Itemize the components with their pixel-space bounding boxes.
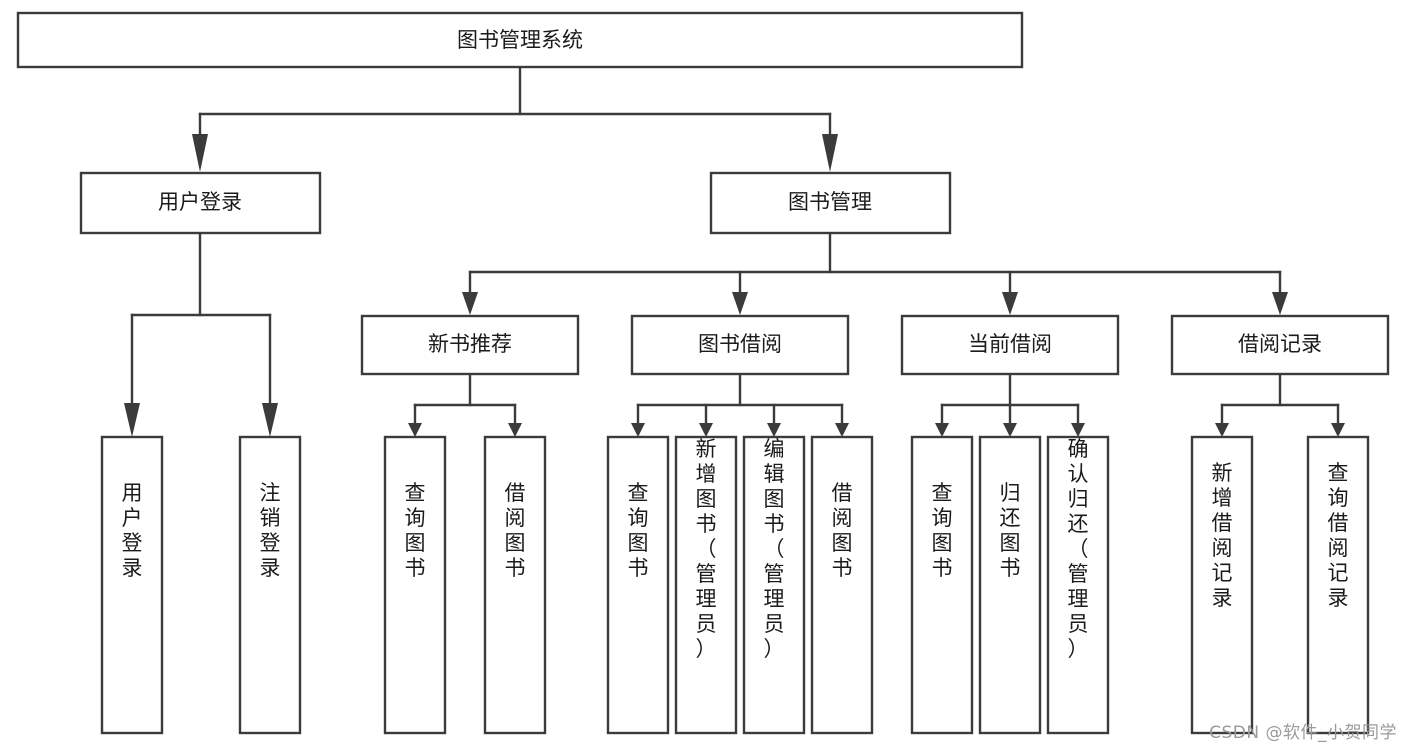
node-user-login[interactable]: 用户登录 — [79, 171, 322, 235]
leaf-node[interactable]: 用户登录 — [100, 435, 164, 735]
leaf-node[interactable]: 查询图书 — [910, 435, 974, 735]
node-borrow-record[interactable]: 借阅记录 — [1170, 314, 1390, 376]
arrow-to-borrow — [732, 292, 748, 315]
leaf-re-add-record-box[interactable] — [1190, 435, 1254, 735]
node-root-system[interactable]: 图书管理系统 — [16, 11, 1024, 69]
leaf-bo-borrow-book-box[interactable] — [810, 435, 874, 735]
arrow-to-leaf-nb2 — [508, 423, 522, 437]
arrow-to-user-login — [192, 134, 208, 172]
leaf-node[interactable]: 查询图书 — [383, 435, 447, 735]
arrow-to-record — [1272, 292, 1288, 315]
leaf-bo-borrow-book-label: 借阅图书 — [832, 481, 853, 580]
leaf-bo-query-book-box[interactable] — [606, 435, 670, 735]
leaf-cu-return-book-box[interactable] — [978, 435, 1042, 735]
arrow-to-leaf-user-login — [124, 403, 140, 437]
leaf-cu-query-book-box[interactable] — [910, 435, 974, 735]
leaf-node[interactable]: 编辑图书（管理员） — [742, 435, 806, 735]
arrow-to-leaf-bo4 — [835, 423, 849, 437]
leaf-user-login-label: 用户登录 — [122, 481, 143, 580]
leaf-cu-return-book-label: 归还图书 — [1000, 481, 1021, 580]
node-borrow-record-label: 借阅记录 — [1238, 332, 1322, 356]
leaf-node[interactable]: 新增图书（管理员） — [674, 435, 738, 735]
leaf-node[interactable]: 查询借阅记录 — [1306, 435, 1370, 735]
leaf-cu-query-book-label: 查询图书 — [932, 481, 953, 580]
node-root-label: 图书管理系统 — [457, 28, 583, 52]
leaf-cu-confirm-return-box[interactable] — [1046, 435, 1110, 735]
leaf-node[interactable]: 归还图书 — [978, 435, 1042, 735]
leaf-logout-label: 注销登录 — [260, 481, 281, 580]
node-user-login-label: 用户登录 — [158, 190, 242, 214]
leaf-re-query-record-label: 查询借阅记录 — [1328, 461, 1349, 610]
node-current-borrow[interactable]: 当前借阅 — [900, 314, 1120, 376]
leaf-node[interactable]: 查询图书 — [606, 435, 670, 735]
arrow-to-leaf-bo1 — [631, 423, 645, 437]
csdn-watermark: CSDN @软件_小贺同学 — [1209, 723, 1397, 743]
leaf-cu-confirm-return-label: 确认归还（管理员） — [1068, 437, 1089, 661]
arrow-to-current — [1002, 292, 1018, 315]
leaf-bo-add-book-label: 新增图书（管理员） — [696, 437, 717, 661]
leaf-nb-query-book-box[interactable] — [383, 435, 447, 735]
leaf-logout-box[interactable] — [238, 435, 302, 735]
connector-layer — [130, 65, 1340, 425]
arrow-to-leaf-bo2 — [699, 423, 713, 437]
leaf-bo-add-book-box[interactable] — [674, 435, 738, 735]
leaf-node[interactable]: 借阅图书 — [810, 435, 874, 735]
node-book-management-box[interactable] — [709, 171, 952, 235]
node-current-borrow-label: 当前借阅 — [968, 332, 1052, 356]
node-book-borrow-box[interactable] — [630, 314, 850, 376]
arrow-to-book-mgmt — [822, 134, 838, 172]
arrow-to-leaf-cu3 — [1071, 423, 1085, 437]
arrow-to-leaf-cu2 — [1003, 423, 1017, 437]
arrow-to-leaf-re2 — [1331, 423, 1345, 437]
node-book-management[interactable]: 图书管理 — [709, 171, 952, 235]
leaf-nb-borrow-book-label: 借阅图书 — [505, 481, 526, 580]
node-borrow-record-box[interactable] — [1170, 314, 1390, 376]
leaf-re-add-record-label: 新增借阅记录 — [1212, 461, 1233, 610]
node-current-borrow-box[interactable] — [900, 314, 1120, 376]
arrow-to-newbook — [462, 292, 478, 315]
leaf-bo-edit-book-label: 编辑图书（管理员） — [764, 437, 785, 661]
node-new-book-recommend[interactable]: 新书推荐 — [360, 314, 580, 376]
leaf-re-query-record-box[interactable] — [1306, 435, 1370, 735]
node-book-management-label: 图书管理 — [788, 190, 872, 214]
arrow-to-leaf-logout — [262, 403, 278, 437]
leaf-node[interactable]: 新增借阅记录 — [1190, 435, 1254, 735]
leaf-nb-query-book-label: 查询图书 — [405, 481, 426, 580]
node-root-box[interactable] — [16, 11, 1024, 69]
node-book-borrow-label: 图书借阅 — [698, 332, 782, 356]
arrow-to-leaf-cu1 — [935, 423, 949, 437]
leaf-bo-edit-book-box[interactable] — [742, 435, 806, 735]
arrowhead-layer — [124, 134, 1345, 437]
node-user-login-box[interactable] — [79, 171, 322, 235]
leaf-bo-query-book-label: 查询图书 — [628, 481, 649, 580]
leaf-node[interactable]: 注销登录 — [238, 435, 302, 735]
leaf-node[interactable]: 借阅图书 — [483, 435, 547, 735]
node-new-book-recommend-label: 新书推荐 — [428, 332, 512, 356]
leaf-user-login-box[interactable] — [100, 435, 164, 735]
node-book-borrow[interactable]: 图书借阅 — [630, 314, 850, 376]
arrow-to-leaf-bo3 — [767, 423, 781, 437]
arrow-to-leaf-re1 — [1215, 423, 1229, 437]
node-new-book-recommend-box[interactable] — [360, 314, 580, 376]
leaf-node[interactable]: 确认归还（管理员） — [1046, 435, 1110, 735]
leaf-nb-borrow-book-box[interactable] — [483, 435, 547, 735]
arrow-to-leaf-nb1 — [408, 423, 422, 437]
